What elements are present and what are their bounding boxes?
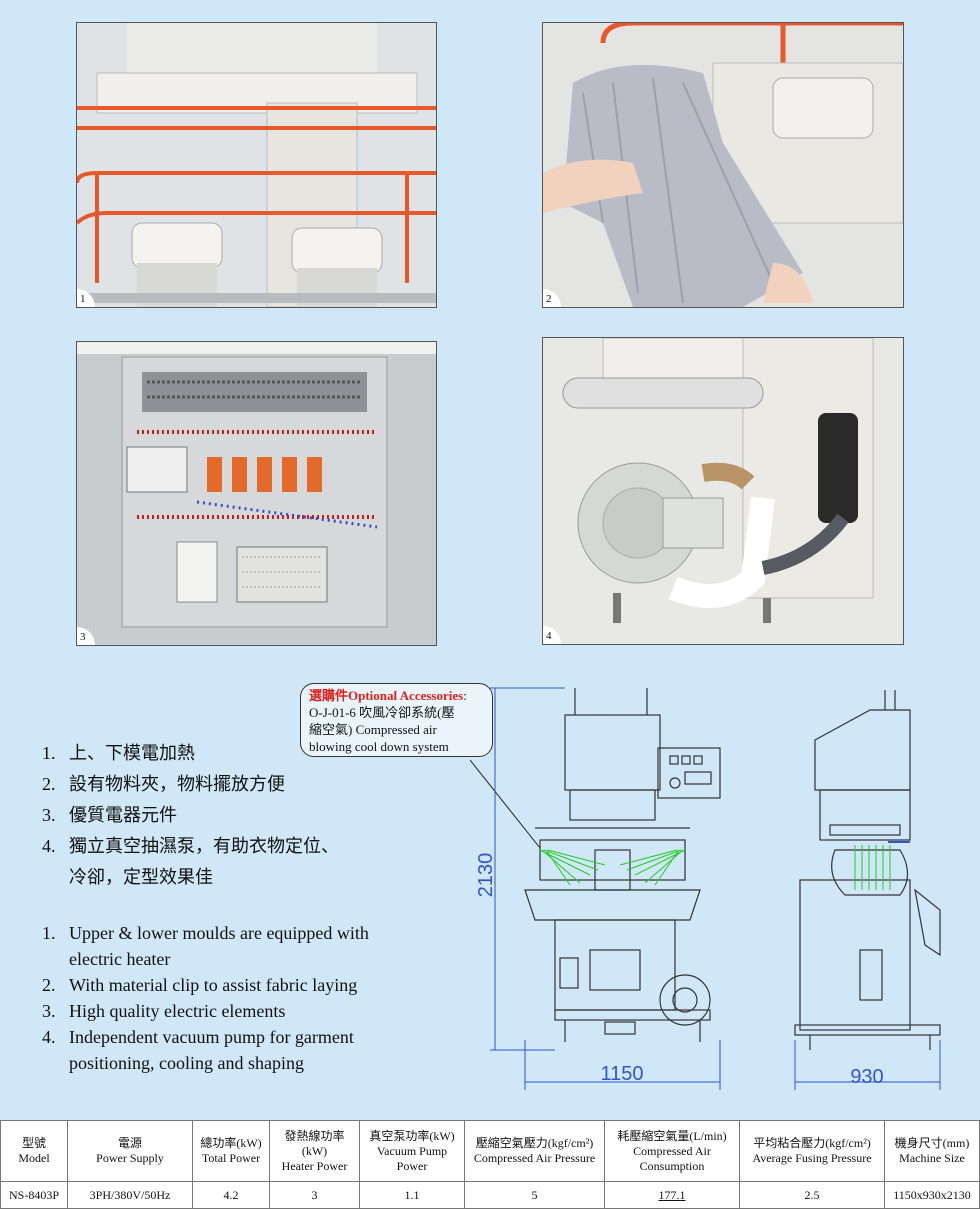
list-item: 1. 上、下模電加熱 <box>42 738 422 769</box>
list-item-continuation: 冷卻，定型效果佳 <box>42 862 422 893</box>
item-number: 1. <box>42 923 56 943</box>
side-view <box>794 690 941 1050</box>
item-text: 冷卻，定型效果佳 <box>69 867 213 887</box>
cell-compressed-air-pressure: 5 <box>464 1181 605 1209</box>
cell-machine-size: 1150x930x2130 <box>884 1181 980 1209</box>
item-number: 1. <box>42 743 56 763</box>
item-text: electric heater <box>69 949 171 969</box>
photo-1-image <box>77 23 436 307</box>
list-item: 2. With material clip to assist fabric la… <box>42 972 422 998</box>
item-text: With material clip to assist fabric layi… <box>69 975 358 995</box>
item-text: 上、下模電加熱 <box>69 743 195 763</box>
photo-2-shirt-laying: 2 <box>542 22 904 308</box>
cell-average-fusing-pressure: 2.5 <box>739 1181 885 1209</box>
cell-heater-power: 3 <box>269 1181 360 1209</box>
front-view <box>524 688 721 1042</box>
photo-4-vacuum-pump: 4 <box>542 337 904 645</box>
table-row: NS-8403P 3PH/380V/50Hz 4.2 3 1.1 5 177.1… <box>0 1181 980 1209</box>
photo-4-image <box>543 338 903 644</box>
photo-3-electric-cabinet: 3 <box>76 341 437 646</box>
air-spray-side <box>854 845 891 890</box>
feature-list-english: 1. Upper & lower moulds are equipped with… <box>42 920 422 1076</box>
header-total-power: 總功率(kW)Total Power <box>192 1120 270 1182</box>
cell-total-power: 4.2 <box>192 1181 270 1209</box>
header-compressed-air-pressure: 壓縮空氣壓力(kgf/cm²)Compressed Air Pressure <box>464 1120 605 1182</box>
machine-technical-drawing: 2130 1150 930 <box>470 687 941 1090</box>
height-dimension: 2130 <box>475 853 497 898</box>
air-spray-right <box>619 849 686 886</box>
cell-vacuum-pump-power: 1.1 <box>359 1181 465 1209</box>
item-number: 2. <box>42 774 56 794</box>
optional-accessories-callout: 選購件Optional Accessories: O-J-01-6 吹風冷卻系統… <box>300 683 493 757</box>
air-spray-left <box>539 849 606 886</box>
feature-list-chinese: 1. 上、下模電加熱 2. 設有物料夾，物料擺放方便 3. 優質電器元件 4. 獨立真空… <box>42 738 422 893</box>
list-item: 2. 設有物料夾，物料擺放方便 <box>42 769 422 800</box>
header-machine-size: 機身尺寸(mm)Machine Size <box>884 1120 980 1182</box>
callout-title: 選購件Optional Accessories: <box>309 688 467 703</box>
cell-compressed-air-consumption: 177.1 <box>604 1181 740 1209</box>
cell-model: NS-8403P <box>0 1181 68 1209</box>
list-item: 3. 優質電器元件 <box>42 800 422 831</box>
item-text: High quality electric elements <box>69 1001 286 1021</box>
callout-line: O-J-01-6 吹風冷卻系統(壓 <box>309 705 455 720</box>
header-heater-power: 發熱線功率(kW)Heater Power <box>269 1120 360 1182</box>
item-number: 2. <box>42 975 56 995</box>
photo-2-image <box>543 23 903 307</box>
callout-title-zh: 選購件 <box>309 688 349 703</box>
list-item: 4. 獨立真空抽濕泵，有助衣物定位、 <box>42 831 422 862</box>
item-number: 4. <box>42 836 56 856</box>
item-text: Independent vacuum pump for garment <box>69 1027 354 1047</box>
depth-dimension: 930 <box>850 1066 883 1088</box>
callout-line: blowing cool down system <box>309 739 449 754</box>
item-text: positioning, cooling and shaping <box>69 1053 304 1073</box>
list-item: 3. High quality electric elements <box>42 998 422 1024</box>
item-text: 優質電器元件 <box>69 805 177 825</box>
photo-3-image <box>77 342 436 645</box>
item-number: 3. <box>42 805 56 825</box>
list-item: 1. Upper & lower moulds are equipped with <box>42 920 422 946</box>
item-text: 獨立真空抽濕泵，有助衣物定位、 <box>69 836 339 856</box>
item-number: 4. <box>42 1027 56 1047</box>
item-text: Upper & lower moulds are equipped with <box>69 923 369 943</box>
list-item-continuation: electric heater <box>42 946 422 972</box>
list-item: 4. Independent vacuum pump for garment <box>42 1024 422 1050</box>
header-average-fusing-pressure: 平均粘合壓力(kgf/cm²)Average Fusing Pressure <box>739 1120 885 1182</box>
callout-line: 縮空氣) Compressed air <box>309 722 437 737</box>
cell-power-supply: 3PH/380V/50Hz <box>67 1181 193 1209</box>
photo-1-ironing-pads: 1 <box>76 22 437 308</box>
width-dimension: 1150 <box>600 1063 643 1085</box>
item-text: 設有物料夾，物料擺放方便 <box>69 774 285 794</box>
callout-title-en: Optional Accessories <box>348 688 464 703</box>
list-item-continuation: positioning, cooling and shaping <box>42 1050 422 1076</box>
item-number: 3. <box>42 1001 56 1021</box>
